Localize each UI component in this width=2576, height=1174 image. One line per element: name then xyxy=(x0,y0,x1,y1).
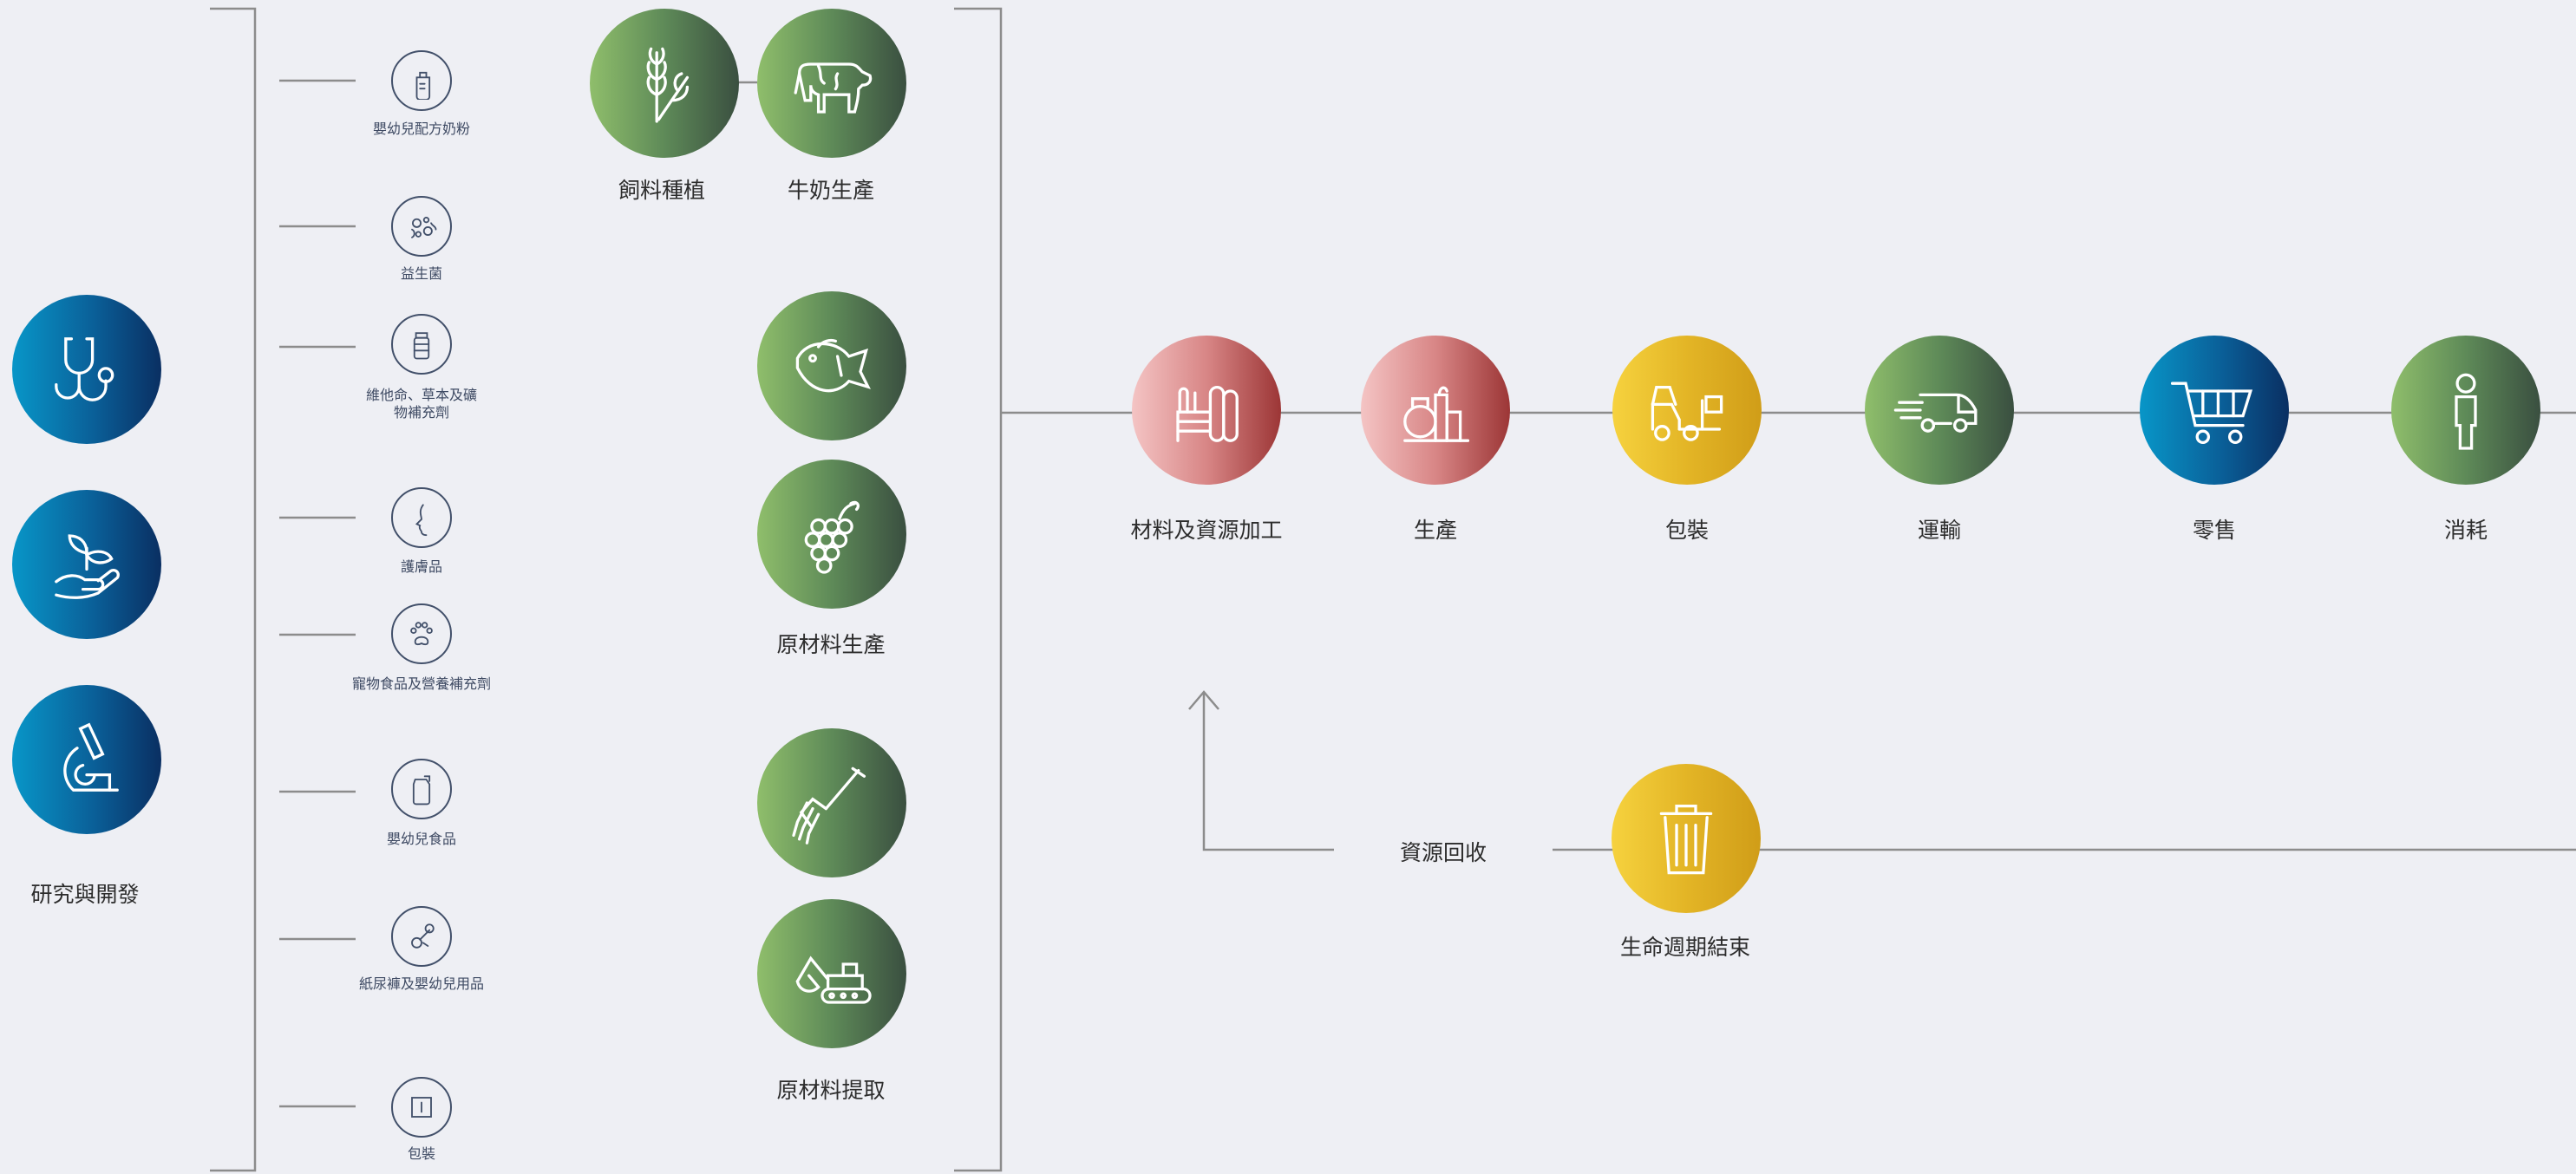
product-icon-circle-3 xyxy=(391,487,452,548)
pitchfork-icon xyxy=(792,766,866,845)
chain-consumption-circle xyxy=(2391,336,2540,485)
recycle-arrow-line xyxy=(1202,694,1334,851)
chain-label-1: 生產 xyxy=(1413,518,1458,543)
fish-icon xyxy=(795,338,871,393)
left-bracket xyxy=(210,7,257,1172)
fish-circle xyxy=(757,291,906,440)
chain-label-3: 運輸 xyxy=(1917,518,1962,543)
chain-packaging-circle xyxy=(1612,336,1762,485)
product-icon-circle-1 xyxy=(391,196,452,257)
probiotic-bacteria-icon xyxy=(411,217,437,238)
chain-label-4: 零售 xyxy=(2192,518,2237,543)
stethoscope-circle xyxy=(12,295,161,444)
factory-icon xyxy=(1176,385,1239,442)
research-label: 研究與開發 xyxy=(30,882,140,907)
box-icon xyxy=(411,1097,432,1118)
excavator-circle xyxy=(757,899,906,1048)
forklift-icon xyxy=(1651,385,1723,441)
chain-label-0: 材料及資源加工 xyxy=(1130,518,1283,543)
end-of-life-circle xyxy=(1612,764,1761,913)
product-icon-circle-5 xyxy=(391,759,452,819)
plant-hand-circle xyxy=(12,490,161,639)
paw-print-icon xyxy=(410,622,433,646)
feed-circle xyxy=(590,9,739,158)
product-label-5: 嬰幼兒食品 xyxy=(386,831,456,847)
product-label-7: 包裝 xyxy=(407,1145,435,1162)
extraction-label: 原材料提取 xyxy=(776,1078,886,1103)
milk-label: 牛奶生產 xyxy=(787,178,875,203)
baby-bottle-icon xyxy=(415,71,431,100)
grapes-icon xyxy=(804,500,860,574)
recycle-arrow-head xyxy=(1188,690,1219,710)
chain-label-5: 消耗 xyxy=(2443,518,2488,543)
chain-processing-circle xyxy=(1132,336,1281,485)
person-icon xyxy=(2455,373,2477,450)
microscope-circle xyxy=(12,685,161,834)
cow-icon xyxy=(794,62,873,114)
product-icon-circle-0 xyxy=(391,50,452,111)
product-label-2: 維他命、草本及礦物補充劑 xyxy=(365,387,477,421)
product-label-0: 嬰幼兒配方奶粉 xyxy=(372,121,470,137)
feed-label: 飼料種植 xyxy=(618,178,706,203)
grapes-circle xyxy=(757,460,906,609)
end-of-life-label: 生命週期結束 xyxy=(1619,935,1751,960)
product-label-1: 益生菌 xyxy=(400,265,442,282)
product-icon-circle-6 xyxy=(391,906,452,967)
product-icon-circle-7 xyxy=(391,1077,452,1138)
recycle-label: 資源回收 xyxy=(1399,840,1487,865)
chain-retail-circle xyxy=(2140,336,2289,485)
wheat-icon xyxy=(646,47,690,123)
product-icon-circle-4 xyxy=(391,603,452,664)
supplement-bottle-icon xyxy=(413,332,430,360)
product-label-6: 紙尿褲及嬰幼兒用品 xyxy=(358,975,484,992)
microscope-icon xyxy=(63,722,119,792)
pitchfork-circle xyxy=(757,728,906,877)
product-icon-circle-2 xyxy=(391,314,452,375)
product-label-4: 寵物食品及營養補充劑 xyxy=(351,675,491,692)
product-label-3: 護膚品 xyxy=(400,558,442,575)
chemical-plant-icon xyxy=(1403,386,1470,442)
trash-bin-icon xyxy=(1659,804,1713,875)
face-profile-icon xyxy=(415,504,428,537)
baby-food-pouch-icon xyxy=(412,775,431,805)
excavator-icon xyxy=(795,956,872,1004)
chain-transport-circle xyxy=(1865,336,2014,485)
delivery-van-icon xyxy=(1893,393,1978,433)
plant-in-hand-icon xyxy=(55,534,120,599)
chain-production-circle xyxy=(1361,336,1510,485)
stethoscope-icon xyxy=(55,337,114,401)
shopping-cart-icon xyxy=(2170,382,2253,445)
chain-label-2: 包裝 xyxy=(1664,518,1710,543)
milk-circle xyxy=(757,9,906,158)
production-label: 原材料生產 xyxy=(776,632,886,657)
pacifier-icon xyxy=(411,923,435,949)
right-bracket xyxy=(954,7,1003,1172)
